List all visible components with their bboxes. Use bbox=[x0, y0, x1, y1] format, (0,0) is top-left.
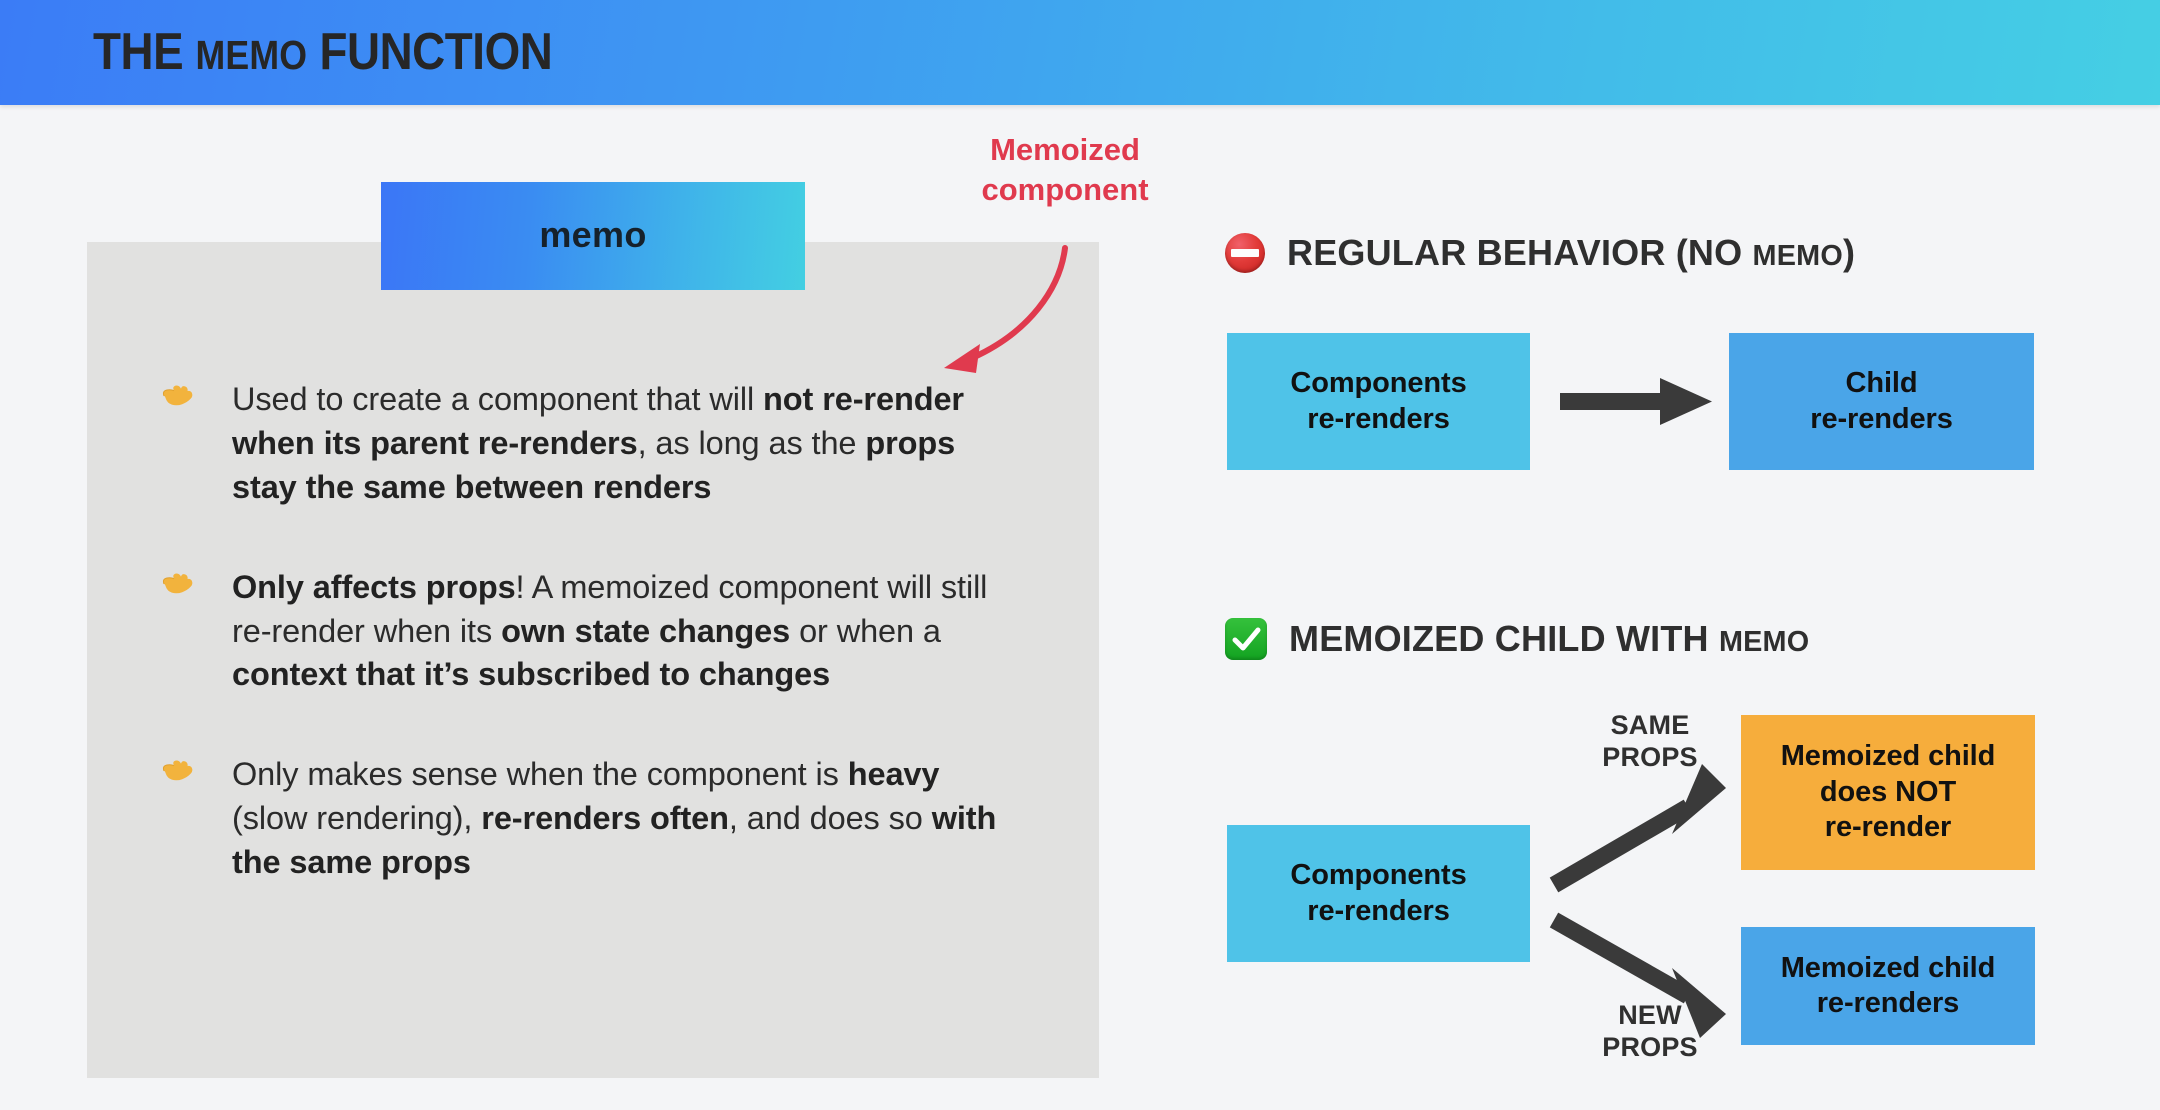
list-item: Only makes sense when the component is h… bbox=[160, 753, 1000, 885]
section-regular-behavior: REGULAR BEHAVIOR (NO MEMO) bbox=[1225, 232, 1855, 274]
section-memoized-child: MEMOIZED CHILD WITH MEMO bbox=[1225, 618, 1809, 660]
annotation-line-1: Memoized bbox=[990, 132, 1140, 167]
section-heading-text: REGULAR BEHAVIOR (NO MEMO) bbox=[1287, 232, 1856, 273]
pointing-hand-icon bbox=[160, 757, 196, 791]
section-heading: REGULAR BEHAVIOR (NO MEMO) bbox=[1225, 232, 1855, 274]
list-item-text: Only makes sense when the component is h… bbox=[232, 756, 997, 880]
list-item: Used to create a component that will not… bbox=[160, 378, 1000, 510]
green-check-icon bbox=[1225, 618, 1267, 660]
memo-badge-label: memo bbox=[539, 214, 647, 256]
page-title-keyword: MEMO bbox=[195, 31, 308, 78]
header-bar: THE MEMO FUNCTION bbox=[0, 0, 2160, 105]
annotation-line-2: component bbox=[981, 171, 1149, 207]
branch-arrow-icon bbox=[1549, 764, 1726, 1038]
page-title-prefix: THE bbox=[93, 22, 196, 81]
section-heading-text: MEMOIZED CHILD WITH MEMO bbox=[1289, 618, 1810, 659]
list-item: Only affects props! A memoized component… bbox=[160, 566, 1000, 698]
right-arrow-icon bbox=[1560, 378, 1712, 425]
memoized-component-annotation: Memoized component bbox=[920, 130, 1210, 209]
page-title: THE MEMO FUNCTION bbox=[93, 21, 615, 81]
page-title-suffix: FUNCTION bbox=[307, 22, 553, 81]
left-content-panel bbox=[87, 242, 1099, 1078]
bullet-list: Used to create a component that will not… bbox=[160, 378, 1000, 885]
pointing-hand-icon bbox=[160, 570, 196, 604]
memo-badge: memo bbox=[381, 182, 805, 302]
memo-badge-box: memo bbox=[381, 182, 805, 290]
no-entry-icon bbox=[1225, 233, 1265, 273]
list-item-text: Only affects props! A memoized component… bbox=[232, 568, 988, 693]
pointing-hand-icon bbox=[160, 382, 196, 416]
section-heading: MEMOIZED CHILD WITH MEMO bbox=[1225, 618, 1809, 660]
list-item-text: Used to create a component that will not… bbox=[232, 381, 964, 505]
